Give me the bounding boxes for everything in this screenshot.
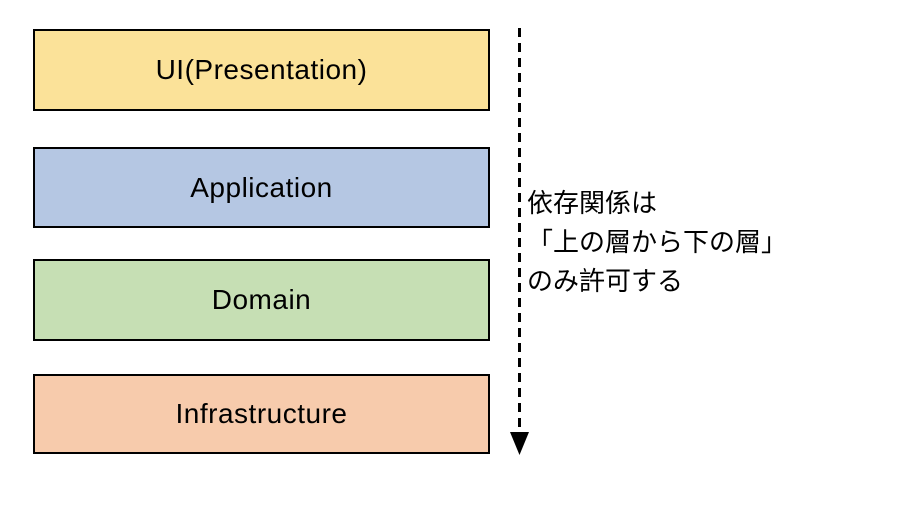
annotation-line-2: 「上の層から下の層」 — [527, 227, 788, 257]
annotation-line-1: 依存関係は — [527, 188, 658, 218]
layer-box-infrastructure: Infrastructure — [33, 374, 490, 454]
layer-label-application: Application — [190, 171, 333, 203]
annotation-line-3: のみ許可する — [527, 266, 684, 296]
layer-label-ui-presentation: UI(Presentation) — [155, 54, 368, 85]
layer-box-domain: Domain — [33, 259, 490, 341]
layer-box-application: Application — [33, 147, 490, 228]
dependency-rule-annotation: 依存関係は 「上の層から下の層」 のみ許可する — [527, 184, 787, 301]
layer-label-infrastructure: Infrastructure — [175, 398, 348, 429]
layer-label-domain: Domain — [211, 284, 312, 315]
layer-box-ui-presentation: UI(Presentation) — [33, 29, 490, 111]
dependency-direction-arrow-icon — [510, 28, 529, 455]
